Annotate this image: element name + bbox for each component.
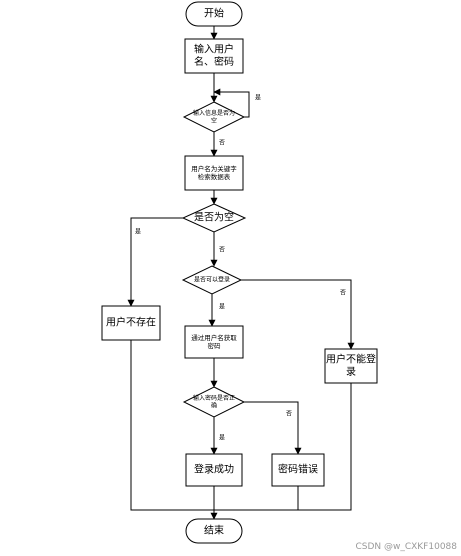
- edge-label-canlogin-yes: 是: [219, 304, 225, 311]
- node-can-login: 是否可以登录: [181, 265, 243, 295]
- node-shape: [185, 453, 243, 487]
- node-shape: [181, 265, 243, 295]
- node-label: 用户不能登: [326, 352, 376, 365]
- node-pwd-error: 密码错误: [271, 453, 325, 487]
- node-label: 名、密码: [194, 55, 234, 68]
- edge-label-pwdcorrect-no: 否: [286, 411, 292, 418]
- edge-label-canlogin-no: 否: [340, 290, 346, 297]
- node-label: 输入用户: [194, 42, 234, 55]
- node-label: 空: [211, 116, 217, 124]
- node-shape: [184, 325, 244, 359]
- node-label: 登录成功: [194, 463, 234, 476]
- node-label: 是否可以登录: [194, 276, 230, 284]
- node-shape: [101, 305, 161, 341]
- node-label: 检索数据表: [198, 172, 231, 181]
- node-shape: [271, 453, 325, 487]
- node-label: 结束: [204, 524, 224, 537]
- flowchart-nodes: 开始输入用户名、密码输入信息是否为空用户名为关键字检索数据表是否为空是否可以登录…: [101, 1, 378, 544]
- node-end: 结束: [185, 518, 243, 544]
- edge-label-isempty-no: 否: [219, 247, 225, 254]
- node-success: 登录成功: [185, 453, 243, 487]
- node-label: 确: [211, 401, 217, 409]
- node-shape: [181, 203, 247, 233]
- edge-label-isempty-yes: 是: [135, 229, 141, 236]
- edge-check-loop-yes: [213, 88, 250, 118]
- edge-pwdcorrect-pwderror: [244, 401, 302, 455]
- node-label: 是否为空: [194, 211, 234, 224]
- node-no-user: 用户不存在: [101, 305, 161, 341]
- edge-label-pwdcorrect-yes: 是: [219, 435, 225, 442]
- node-label: 输入密码是否正: [193, 394, 235, 402]
- node-shape: [185, 1, 243, 27]
- node-label: 密码: [208, 341, 222, 350]
- edge-nouser-merge: [130, 340, 214, 511]
- flowchart-edges: [127, 26, 355, 520]
- node-start: 开始: [185, 1, 243, 27]
- node-label: 开始: [204, 7, 224, 20]
- edge-cannotlogin-merge: [214, 383, 352, 511]
- edge-canlogin-cannotlogin: [241, 279, 355, 350]
- node-label: 输入信息是否为: [193, 109, 235, 117]
- node-label: 密码错误: [278, 463, 318, 476]
- node-label: 用户不存在: [106, 316, 156, 329]
- edge-label-check-no: 否: [219, 140, 225, 147]
- node-label: 录: [346, 366, 356, 378]
- node-label: 用户名为关键字: [191, 164, 237, 173]
- node-shape: [182, 386, 246, 418]
- node-shape: [182, 101, 246, 133]
- node-is-empty: 是否为空: [181, 203, 247, 233]
- edge-label-check-yes: 是: [255, 95, 261, 102]
- node-label: 通过用户名获取: [191, 333, 237, 342]
- node-shape: [184, 38, 244, 74]
- watermark: CSDN @w_CXKF10088: [355, 542, 457, 552]
- edge-isempty-nouser: [127, 217, 183, 307]
- node-shape: [184, 155, 244, 191]
- node-shape: [324, 348, 378, 384]
- node-shape: [185, 518, 243, 544]
